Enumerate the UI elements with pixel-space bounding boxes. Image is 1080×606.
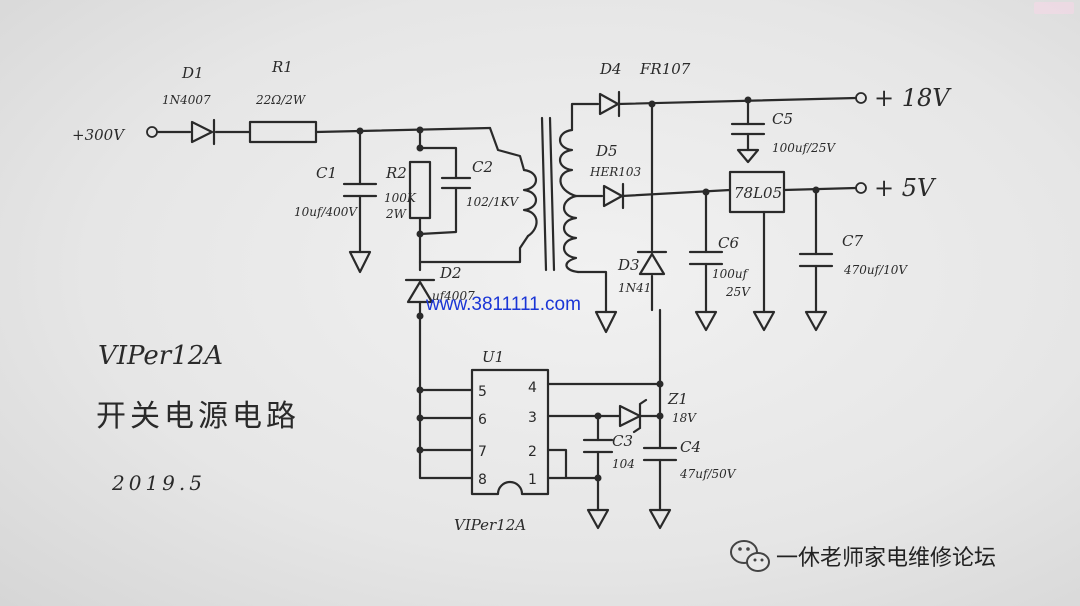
r2-power: 2W: [385, 207, 408, 221]
r1-ref: R1: [271, 58, 293, 76]
u1-pin-1: 1: [528, 472, 537, 488]
wechat-icon: [730, 540, 770, 572]
capacitor-c2: [440, 176, 472, 190]
resistor-r1: [248, 120, 318, 144]
z1-value: 18V: [672, 411, 697, 425]
capacitor-c3: [582, 438, 614, 454]
u1-pin-4: 4: [528, 380, 537, 396]
c4-ref: C4: [680, 438, 701, 456]
c7-value: 470uf/10V: [843, 263, 908, 277]
regulator-78l05: [728, 170, 786, 214]
d1-ref: D1: [181, 64, 204, 82]
u1-pin-3: 3: [528, 410, 537, 426]
d2-value: uf4007: [432, 289, 475, 303]
c2-value: 102/1KV: [466, 195, 520, 209]
output-5v-terminal: [855, 182, 867, 194]
capacitor-c1: [342, 182, 378, 198]
d3-value: 1N41: [618, 281, 651, 295]
wires: [156, 96, 858, 512]
caption-title: VIPer12A: [98, 341, 223, 371]
capacitor-c6: [688, 250, 724, 266]
ground-symbols: [348, 148, 828, 530]
d4-value: FR107: [639, 60, 691, 78]
diode-d4: [598, 90, 621, 118]
d5-ref: D5: [595, 142, 618, 160]
diode-d1: [190, 118, 216, 146]
u1-part: VIPer12A: [454, 516, 526, 534]
diode-d3: [636, 250, 668, 276]
capacitor-c5: [730, 122, 766, 136]
c5-value: 100uf/25V: [772, 141, 836, 155]
c2-ref: C2: [472, 158, 493, 176]
u1-ref: U1: [482, 348, 504, 366]
d4-ref: D4: [599, 60, 622, 78]
caption-subtitle: 开关电源电路: [96, 399, 300, 434]
u1-pin-2: 2: [528, 444, 537, 460]
diode-d2: [404, 278, 436, 304]
u1-pin-8: 8: [478, 472, 487, 488]
caption-date: 2019.5: [111, 471, 206, 495]
capacitor-c7: [798, 252, 834, 268]
watermark-brand: 一休老师家电维修论坛: [776, 546, 996, 571]
input-terminal: [146, 126, 158, 138]
d1-value: 1N4007: [162, 93, 211, 107]
d3-ref: D3: [617, 256, 640, 274]
c5-ref: C5: [772, 110, 793, 128]
diode-d5: [602, 182, 625, 210]
net-label-18v: + 18V: [874, 84, 952, 112]
r1-value: 22Ω/2W: [255, 93, 307, 107]
net-label-in: +300V: [72, 126, 126, 144]
c6-ref: C6: [718, 234, 739, 252]
output-18v-terminal: [855, 92, 867, 104]
c3-value: 104: [612, 457, 635, 471]
net-label-5v: + 5V: [874, 174, 937, 202]
zener-z1: [618, 398, 648, 434]
c1-ref: C1: [316, 164, 337, 182]
corner-logo-icon: [1034, 2, 1074, 14]
u1-pin-6: 6: [478, 412, 487, 428]
c3-ref: C3: [612, 432, 633, 450]
d2-ref: D2: [439, 264, 462, 282]
r2-ref: R2: [385, 164, 407, 182]
c1-value: 10uf/400V: [294, 205, 358, 219]
c4-value: 47uf/50V: [679, 467, 737, 481]
junctions: [356, 96, 820, 482]
u1-pin-7: 7: [478, 444, 487, 460]
watermark-url: www.3811111.com: [425, 294, 581, 315]
reg-label: 78L05: [734, 184, 782, 202]
transformer: [522, 116, 580, 274]
c6-value: 100uf: [712, 267, 750, 281]
r2-value: 100K: [384, 191, 417, 205]
c6-voltage: 25V: [725, 285, 751, 299]
capacitor-c4: [642, 446, 678, 462]
d5-value: HER103: [589, 165, 642, 179]
c7-ref: C7: [842, 232, 863, 250]
z1-ref: Z1: [667, 390, 688, 408]
resistor-r2: [408, 160, 432, 220]
ic-u1: [470, 368, 550, 496]
u1-pin-5: 5: [478, 384, 487, 400]
